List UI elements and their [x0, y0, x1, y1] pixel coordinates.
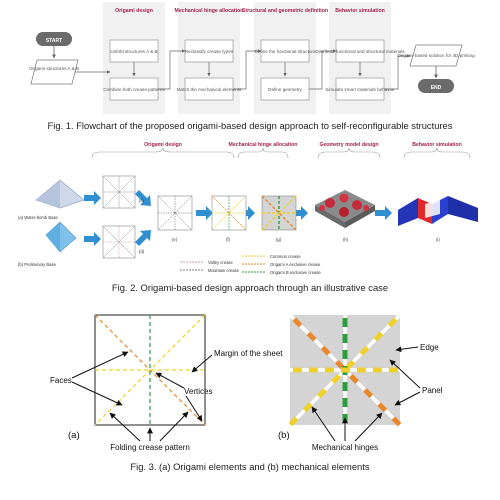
- output-parallelogram: [409, 44, 463, 67]
- stage4-step1: Distribute functional and structural mat…: [315, 49, 405, 54]
- panel-label-g: (g): [276, 237, 282, 242]
- stage2-step2: Match the mechanical elements: [177, 87, 242, 92]
- start-label: START: [46, 38, 62, 44]
- arrow-icon: [84, 191, 101, 205]
- legend-valley: Valley crease: [208, 260, 233, 265]
- stage2-step1: Reclassify crease types: [185, 49, 234, 54]
- fig3-caption: Fig. 3. (a) Origami elements and (b) mec…: [130, 461, 369, 472]
- arrow-icon: [135, 230, 151, 246]
- crease-pattern-d: [102, 225, 136, 259]
- label-folding: Folding crease pattern: [110, 443, 190, 452]
- arrow-icon: [196, 206, 213, 220]
- fig3-tag-a: (a): [68, 430, 80, 441]
- crease-pattern-e: [157, 195, 193, 231]
- base-b-label: (b) Preliminary Base: [18, 262, 57, 267]
- panel-label-d: (d): [139, 249, 145, 254]
- fig2-header-1: Origami design: [144, 142, 182, 148]
- stage4-step2: Simulate smart materials behavior: [325, 87, 395, 92]
- label-edge: Edge: [420, 343, 439, 352]
- legend-b-exclusive: Origami B exclusive crease: [270, 270, 321, 275]
- arrow-icon: [135, 190, 151, 206]
- panel-label-c: (c): [139, 198, 144, 203]
- fig2-legend: Valley crease Mountain crease Common cre…: [180, 254, 321, 275]
- stage3-step1: Define the functional structure: [254, 49, 315, 54]
- output-label: Origami-based solution for 4D printing: [397, 53, 475, 58]
- panel-label-f: (f): [226, 237, 231, 242]
- stage-title-2: Mechanical hinge allocation: [175, 8, 244, 14]
- label-margin: Margin of the sheet: [214, 349, 283, 358]
- stage-title-4: Behavior simulation: [335, 8, 385, 14]
- arrow-icon: [238, 206, 255, 220]
- fig2-header-4: Behavior simulation: [412, 142, 462, 148]
- panel-label-h: (h): [343, 237, 349, 242]
- fig2-header-2: Mechanical hinge allocation: [229, 142, 298, 148]
- label-hinges: Mechanical hinges: [312, 443, 378, 452]
- arrow-icon: [84, 232, 101, 246]
- hinge-allocation-g: [261, 195, 297, 231]
- stage-title-1: Origami design: [115, 8, 153, 14]
- behavior-simulation-i: [398, 196, 478, 226]
- arrow-icon: [291, 206, 308, 220]
- panel-label-i: (i): [436, 237, 440, 242]
- fig2-illustrative-case: Origami design Mechanical hinge allocati…: [18, 142, 478, 293]
- fig1-caption: Fig. 1. Flowchart of the proposed origam…: [48, 120, 453, 131]
- input-parallelogram: [30, 59, 79, 85]
- start-terminal: [36, 32, 72, 46]
- crease-pattern-c: [102, 175, 136, 209]
- panel-label-e: (e): [172, 237, 178, 242]
- fig1-flowchart: Origami design Mechanical hinge allocati…: [29, 2, 475, 131]
- label-faces: Faces: [50, 376, 72, 385]
- input-label: Origami structures A & B: [29, 66, 79, 71]
- label-vertices: Vertices: [184, 387, 212, 396]
- stage-title-3: Structural and geometric definition: [242, 8, 328, 14]
- label-panel: Panel: [422, 386, 443, 395]
- end-label: END: [431, 85, 442, 91]
- legend-mountain: Mountain crease: [208, 268, 240, 273]
- stage1-step1: Unfold structures A & B: [110, 49, 157, 54]
- fig3-elements: Margin of the sheet Faces Vertices Foldi…: [50, 313, 443, 472]
- base-a-label: (a) Water-bomb Base: [18, 215, 59, 220]
- end-terminal: [418, 79, 454, 93]
- fig3-tag-b: (b): [278, 430, 290, 441]
- stage3-step2: Define geometry: [268, 87, 302, 92]
- stage1-step2: Combine both crease patterns: [103, 87, 165, 92]
- fig2-header-3: Geometry model design: [319, 142, 378, 148]
- fig2-caption: Fig. 2. Origami-based design approach th…: [112, 282, 388, 293]
- arrow-icon: [375, 206, 392, 220]
- legend-common: Common crease: [270, 254, 301, 259]
- geometry-model-h: [315, 190, 375, 228]
- legend-a-exclusive: Origami A exclusive crease: [270, 262, 321, 267]
- crease-pattern-f: [211, 195, 247, 231]
